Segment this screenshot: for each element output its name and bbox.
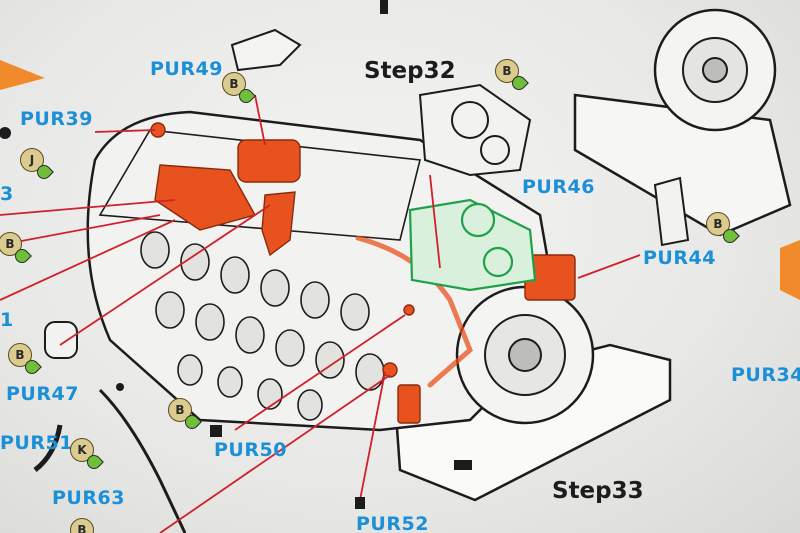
- part-label-pur39: PUR39: [20, 108, 93, 130]
- step33-label: Step33: [552, 478, 644, 504]
- step32-component: [418, 83, 532, 177]
- supercharger-wheel: [455, 285, 595, 425]
- part-label-pur46: PUR46: [522, 176, 595, 198]
- highlighted-parts-orange: [150, 122, 576, 424]
- material-badge-b: B: [168, 398, 192, 422]
- part-label-pur49: PUR49: [150, 58, 223, 80]
- part-label-pur52: PUR52: [356, 513, 429, 533]
- cylinder-bank: [140, 231, 385, 421]
- part-label-pur50: PUR50: [214, 439, 287, 461]
- material-badge-j: J: [20, 148, 44, 172]
- cam-cover: [98, 129, 421, 241]
- material-badge-b: B: [8, 343, 32, 367]
- step32-label: Step32: [364, 58, 456, 84]
- leader-lines: [0, 94, 641, 533]
- part-label-pur34: PUR34: [731, 364, 800, 386]
- part-label-pur44: PUR44: [643, 247, 716, 269]
- material-badge-k: K: [70, 438, 94, 462]
- pur49-part: [230, 28, 302, 72]
- step-marker-left: [0, 60, 45, 90]
- part-label-pur63: PUR63: [52, 487, 125, 509]
- material-badge-b: B: [0, 232, 22, 256]
- part-label-partial-3: 3: [0, 183, 14, 205]
- pur44-part: [653, 176, 690, 247]
- material-badge-b: B: [706, 212, 730, 236]
- material-badge-b: B: [495, 59, 519, 83]
- step-marker-right: [780, 240, 800, 300]
- fasteners: [0, 0, 472, 509]
- pur51-part: [33, 424, 63, 472]
- previous-step-wheel: [653, 8, 777, 132]
- part-label-pur51: PUR51: [0, 432, 73, 454]
- highlighted-parts-green: [408, 198, 537, 292]
- material-badge-b: B: [222, 72, 246, 96]
- hose-line: [98, 388, 187, 533]
- part-label-partial-1: 1: [0, 309, 14, 331]
- pur47-part: [44, 321, 78, 359]
- part-label-pur47: PUR47: [6, 383, 79, 405]
